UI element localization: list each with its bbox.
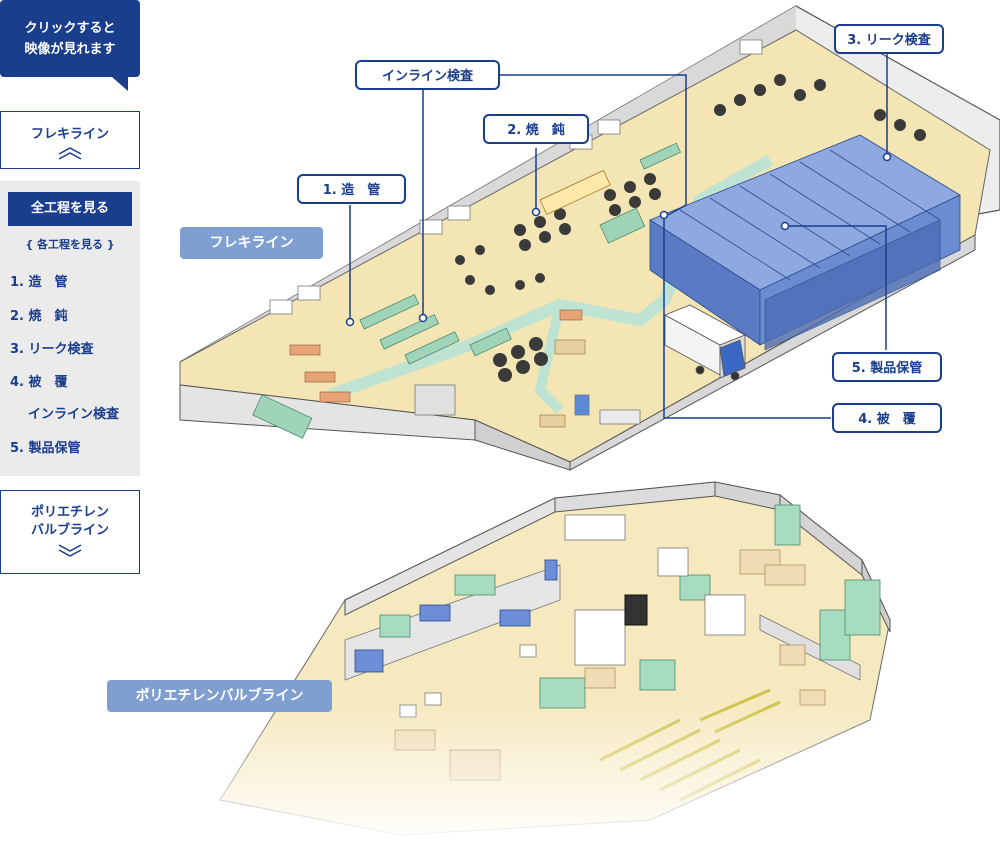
poly-line-area-label[interactable]: ポリエチレンバルブライン bbox=[107, 680, 332, 712]
view-all-processes-button[interactable]: 全工程を見る bbox=[8, 192, 132, 226]
tooltip-line-1: クリックすると bbox=[24, 20, 116, 36]
callout-dots bbox=[345, 152, 892, 327]
callout-leader-lines bbox=[349, 52, 888, 419]
callout-product-storage[interactable]: 5. 製品保管 bbox=[832, 352, 942, 382]
tooltip-line-2: 映像が見れます bbox=[24, 41, 116, 57]
menu-subtitle: { 各工程を見る } bbox=[25, 238, 115, 251]
callout-inline-inspection[interactable]: インライン検査 bbox=[355, 60, 500, 90]
menu-item-annealing[interactable]: 2. 焼 鈍 bbox=[10, 309, 68, 324]
chevron-down-icon bbox=[58, 544, 82, 557]
menu-item-coating[interactable]: 4. 被 覆 bbox=[10, 375, 68, 390]
poly-line-building bbox=[180, 481, 1000, 847]
menu-item-product-storage[interactable]: 5. 製品保管 bbox=[10, 441, 81, 456]
poly-line-nav-label-1: ポリエチレン bbox=[30, 505, 109, 520]
flex-line-building bbox=[179, 5, 1000, 471]
menu-item-inline-inspection[interactable]: インライン検査 bbox=[28, 407, 120, 422]
process-menu: 全工程を見る { 各工程を見る } 1. 造 管 2. 焼 鈍 3. リーク検査… bbox=[0, 181, 140, 476]
menu-item-pipe-forming[interactable]: 1. 造 管 bbox=[10, 275, 68, 290]
click-hint-tooltip: クリックすると 映像が見れます bbox=[0, 0, 140, 77]
callout-leak-inspection[interactable]: 3. リーク検査 bbox=[834, 24, 944, 54]
callout-pipe-forming[interactable]: 1. 造 管 bbox=[297, 174, 406, 204]
poly-line-nav-label-2: バルブライン bbox=[30, 523, 109, 538]
menu-item-leak-inspection[interactable]: 3. リーク検査 bbox=[10, 342, 94, 357]
poly-line-nav-button[interactable]: ポリエチレン バルブライン bbox=[0, 490, 140, 574]
flex-line-area-label[interactable]: フレキライン bbox=[180, 227, 323, 259]
chevron-up-icon bbox=[58, 147, 82, 160]
tooltip-tail bbox=[112, 77, 128, 91]
flex-line-nav-button[interactable]: フレキライン bbox=[0, 111, 140, 169]
callout-coating[interactable]: 4. 被 覆 bbox=[832, 403, 942, 433]
flex-line-nav-label: フレキライン bbox=[30, 127, 109, 142]
callout-annealing[interactable]: 2. 焼 鈍 bbox=[483, 114, 589, 144]
